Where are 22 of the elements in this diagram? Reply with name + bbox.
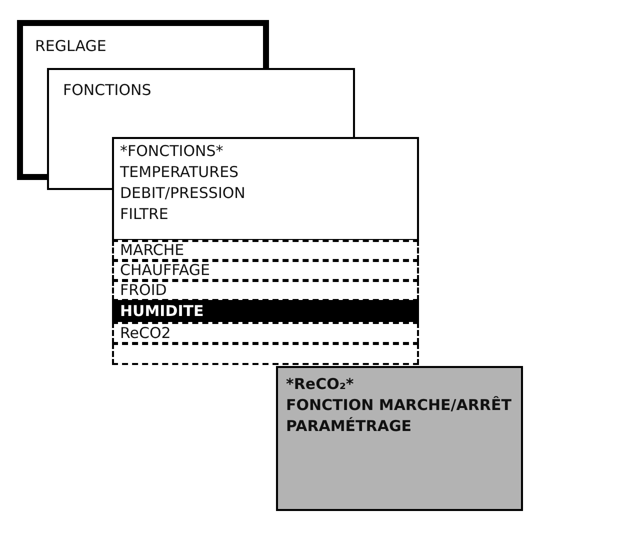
menu-item: ReCO2 (120, 324, 171, 342)
menu-item: FONCTIONS (63, 80, 152, 101)
menu-row (112, 280, 419, 301)
menu-row (112, 322, 419, 344)
submenu-item: *ReCO₂* (286, 374, 354, 395)
menu-row (112, 260, 419, 281)
submenu-panel (276, 366, 523, 511)
menu-row (112, 240, 419, 261)
menu-panel (112, 137, 419, 241)
submenu-item: FONCTION MARCHE/ARRÊT (286, 395, 512, 416)
menu-item: FILTRE (120, 204, 168, 225)
menu-row (112, 343, 419, 365)
selected-menu-row (112, 300, 419, 323)
menu-item: TEMPERATURES (120, 162, 239, 183)
menu-item: CHAUFFAGE (120, 262, 210, 279)
menu-item: HUMIDITE (120, 302, 204, 321)
menu-item: *FONCTIONS* (120, 141, 224, 162)
menu-item: FROID (120, 282, 167, 299)
menu-item: MARCHE (120, 242, 184, 259)
submenu-item: PARAMÉTRAGE (286, 416, 412, 437)
menu-item: REGLAGE (35, 36, 106, 57)
menu-item: DEBIT/PRESSION (120, 183, 246, 204)
